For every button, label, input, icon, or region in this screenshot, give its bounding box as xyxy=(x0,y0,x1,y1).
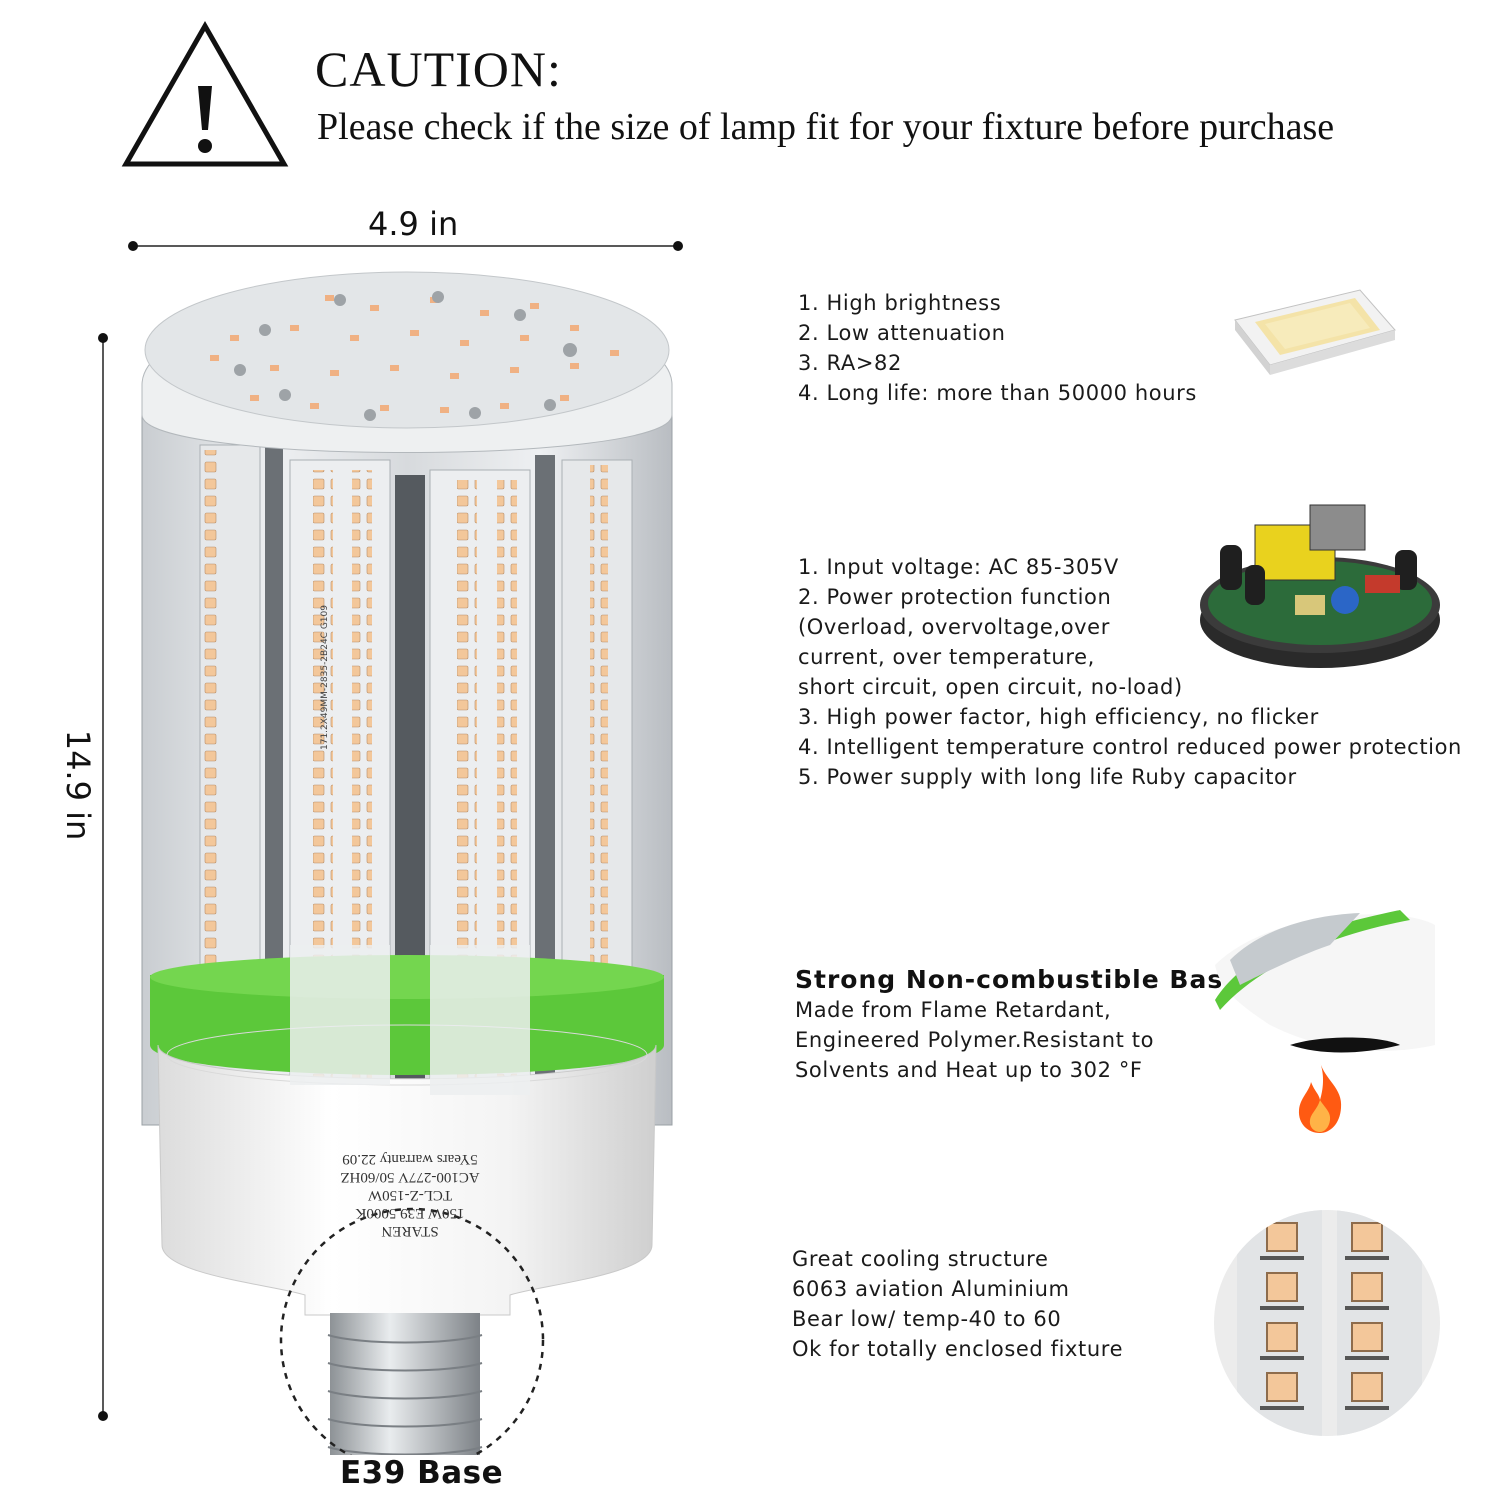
feature-line: 4. Intelligent temperature control reduc… xyxy=(798,735,1462,759)
width-dimension-line xyxy=(128,241,683,251)
base-feature-title: Strong Non-combustible Base xyxy=(795,965,1242,994)
feature-line: 2. Low attenuation xyxy=(798,321,1006,345)
base-print-line: STAREN xyxy=(381,1223,439,1239)
feature-line: Solvents and Heat up to 302 °F xyxy=(795,1058,1143,1082)
caution-subtitle: Please check if the size of lamp fit for… xyxy=(317,106,1335,148)
warning-triangle-icon xyxy=(121,20,289,167)
power-driver-image xyxy=(1200,504,1440,668)
flame-icon xyxy=(1298,1062,1342,1133)
lamp-base-print: STAREN 150W E39 5000K TCL-Z-150W AC100-2… xyxy=(285,1150,535,1240)
feature-line: 5. Power supply with long life Ruby capa… xyxy=(798,765,1297,789)
feature-line: 1. High brightness xyxy=(798,291,1002,315)
corn-lamp-image xyxy=(141,271,673,1455)
base-print-line: 5Years warranty 22.09 xyxy=(342,1151,478,1167)
height-dimension-label: 14.9 in xyxy=(59,729,97,841)
width-dimension-label: 4.9 in xyxy=(368,205,459,243)
led-strip-closeup-image xyxy=(1214,1210,1440,1436)
base-print-line: TCL-Z-150W xyxy=(367,1187,453,1203)
feature-line: Engineered Polymer.Resistant to xyxy=(795,1028,1155,1052)
feature-line: 4. Long life: more than 50000 hours xyxy=(798,381,1197,405)
base-print-line: 150W E39 5000K xyxy=(355,1205,465,1221)
led-chip-features: 1. High brightness 2. Low attenuation 3.… xyxy=(798,288,1197,408)
feature-line: 1. Input voltage: AC 85-305V xyxy=(798,555,1119,579)
feature-line: short circuit, open circuit, no-load) xyxy=(798,675,1183,699)
base-label: E39 Base xyxy=(340,1455,504,1491)
base-closeup-image xyxy=(1215,910,1435,1053)
feature-line: Great cooling structure xyxy=(792,1247,1049,1271)
caution-title: CAUTION: xyxy=(315,41,562,97)
feature-line: Bear low/ temp-40 to 60 xyxy=(792,1307,1062,1331)
feature-line: current, over temperature, xyxy=(798,645,1095,669)
driver-features: 1. Input voltage: AC 85-305V 2. Power pr… xyxy=(798,552,1462,792)
strip-print-model: 171.2X49MM-2835-2B24C xyxy=(320,632,330,750)
height-dimension-line xyxy=(98,333,108,1421)
base-feature: Strong Non-combustible Base Made from Fl… xyxy=(795,965,1241,1085)
feature-line: 3. RA>82 xyxy=(798,351,902,375)
led-chip-image xyxy=(1234,289,1396,375)
strip-print-code: G109 xyxy=(320,605,330,630)
feature-line: 2. Power protection function xyxy=(798,585,1112,609)
led-strip-print: 171.2X49MM-2835-2B24C G109 xyxy=(320,605,330,750)
feature-line: 3. High power factor, high efficiency, n… xyxy=(798,705,1319,729)
feature-line: (Overload, overvoltage,over xyxy=(798,615,1110,639)
base-print-line: AC100-277V 50/60HZ xyxy=(340,1169,480,1185)
cooling-features: Great cooling structure 6063 aviation Al… xyxy=(792,1244,1123,1364)
feature-line: 6063 aviation Aluminium xyxy=(792,1277,1070,1301)
feature-line: Made from Flame Retardant, xyxy=(795,998,1112,1022)
feature-line: Ok for totally enclosed fixture xyxy=(792,1337,1124,1361)
